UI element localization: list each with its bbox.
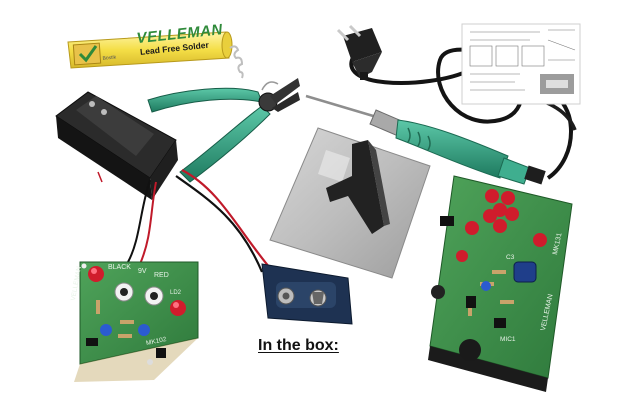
pcb-mk131 xyxy=(428,175,573,392)
solder-tube xyxy=(67,31,244,79)
battery-wires xyxy=(97,169,271,273)
instruction-sheet xyxy=(461,23,581,105)
iron-stand xyxy=(269,127,431,279)
soldering-iron xyxy=(305,94,546,185)
battery-clip xyxy=(261,263,353,325)
side-cutters xyxy=(147,78,300,183)
power-plug xyxy=(336,24,382,80)
in-the-box-caption: In the box: xyxy=(258,337,339,354)
battery-holder xyxy=(55,91,178,200)
pcb-mk102 xyxy=(74,261,199,382)
